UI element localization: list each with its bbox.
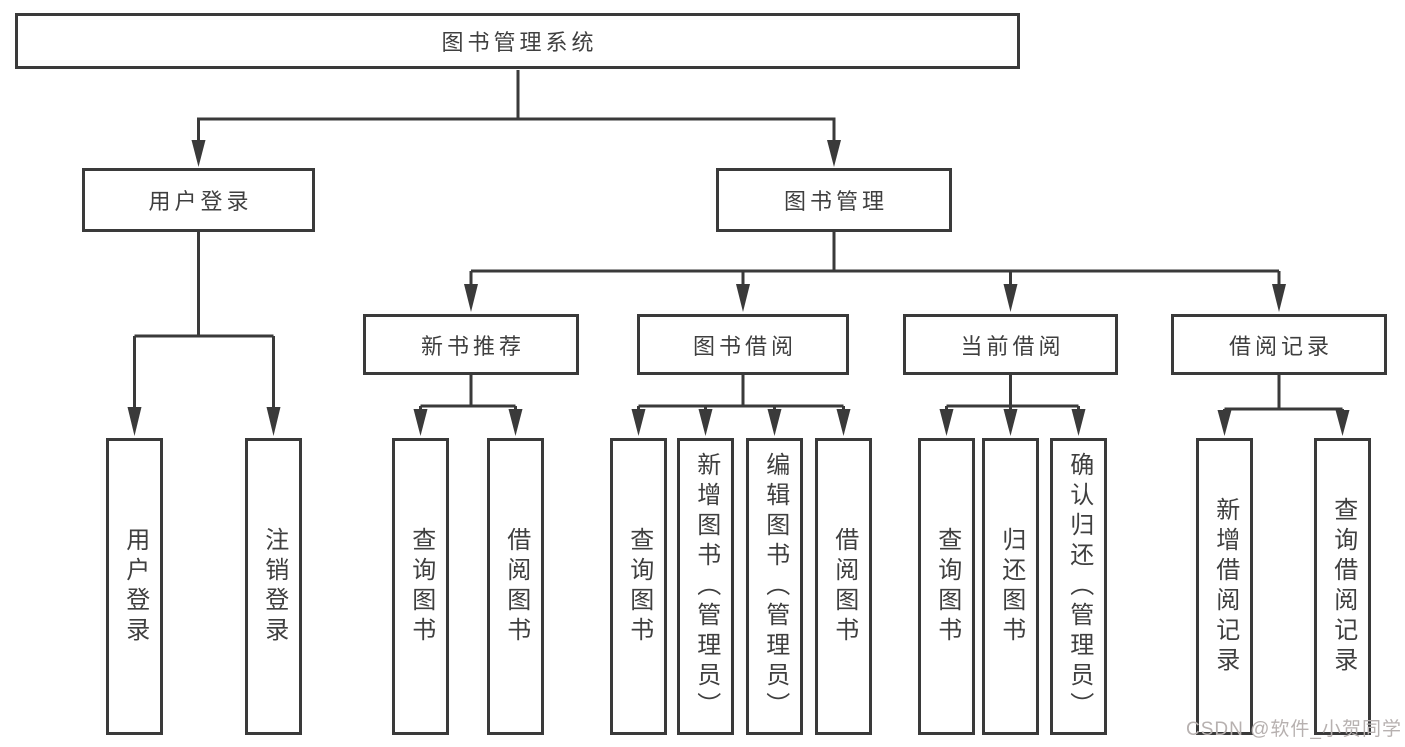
node-leaf-query-borrow-record: 查询借阅记录 bbox=[1314, 438, 1371, 735]
node-leaf-borrow-books-2: 借阅图书 bbox=[815, 438, 872, 735]
arrowhead bbox=[631, 409, 646, 436]
arrowhead bbox=[508, 409, 523, 436]
arrowhead bbox=[939, 409, 954, 436]
node-label: 查询借阅记录 bbox=[1329, 496, 1357, 677]
node-leaf-query-books-2: 查询图书 bbox=[610, 438, 667, 735]
node-current-borrowing: 当前借阅 bbox=[903, 314, 1118, 375]
arrowhead bbox=[464, 284, 478, 312]
connector-user-login-to-children bbox=[127, 232, 281, 436]
arrowhead bbox=[827, 140, 841, 167]
node-user-login: 用户登录 bbox=[82, 168, 315, 232]
arrowhead bbox=[767, 409, 782, 436]
node-leaf-return-books: 归还图书 bbox=[982, 438, 1039, 735]
node-label: 确认归还（管理员） bbox=[1065, 451, 1093, 722]
node-leaf-query-books-1: 查询图书 bbox=[392, 438, 449, 735]
node-label: 图书借阅 bbox=[692, 333, 797, 359]
node-label: 新增图书（管理员） bbox=[692, 451, 720, 722]
node-leaf-query-books-3: 查询图书 bbox=[918, 438, 975, 735]
arrowhead bbox=[266, 407, 281, 436]
node-label: 图书管理 bbox=[783, 189, 888, 214]
node-borrowing-records: 借阅记录 bbox=[1171, 314, 1387, 375]
node-label: 用户登录 bbox=[121, 526, 149, 647]
connector-book-borrow-to-children bbox=[631, 375, 851, 436]
arrowhead bbox=[127, 407, 142, 436]
arrowhead bbox=[1217, 410, 1232, 436]
node-leaf-borrow-books-1: 借阅图书 bbox=[487, 438, 544, 735]
node-leaf-add-borrow-record: 新增借阅记录 bbox=[1196, 438, 1253, 735]
arrowhead bbox=[698, 409, 713, 436]
arrowhead bbox=[413, 409, 428, 436]
node-book-management: 图书管理 bbox=[716, 168, 952, 232]
node-new-book-recommend: 新书推荐 bbox=[363, 314, 579, 375]
arrowhead bbox=[1335, 410, 1350, 436]
node-label: 查询图书 bbox=[407, 526, 435, 647]
arrowhead bbox=[1272, 284, 1286, 312]
node-leaf-edit-books-admin: 编辑图书（管理员） bbox=[746, 438, 803, 735]
node-label: 新增借阅记录 bbox=[1211, 496, 1239, 677]
node-label: 用户登录 bbox=[148, 189, 253, 214]
arrowhead bbox=[191, 140, 206, 167]
arrowhead bbox=[1003, 409, 1018, 436]
node-label: 查询图书 bbox=[625, 526, 653, 647]
connector-root-to-level2 bbox=[191, 70, 841, 167]
node-label: 借阅图书 bbox=[502, 526, 530, 647]
node-label: 借阅记录 bbox=[1228, 333, 1333, 359]
node-label: 图书管理系统 bbox=[441, 30, 598, 55]
arrowhead bbox=[736, 284, 750, 312]
node-leaf-logout: 注销登录 bbox=[245, 438, 302, 735]
node-label: 注销登录 bbox=[260, 526, 288, 647]
arrowhead bbox=[1003, 284, 1018, 312]
watermark: CSDN @软件_小贺同学 bbox=[1186, 719, 1402, 740]
node-leaf-user-login: 用户登录 bbox=[106, 438, 163, 735]
node-label: 新书推荐 bbox=[420, 333, 525, 359]
arrowhead bbox=[1071, 409, 1086, 436]
arrowhead bbox=[836, 409, 851, 436]
node-library-management-system: 图书管理系统 bbox=[15, 13, 1020, 69]
node-label: 归还图书 bbox=[997, 526, 1025, 647]
connector-borrow-records-to-children bbox=[1217, 375, 1350, 436]
node-label: 编辑图书（管理员） bbox=[761, 451, 789, 722]
node-leaf-confirm-return-admin: 确认归还（管理员） bbox=[1050, 438, 1107, 735]
node-label: 当前借阅 bbox=[960, 333, 1065, 359]
node-label: 查询图书 bbox=[933, 526, 961, 647]
node-label: 借阅图书 bbox=[830, 526, 858, 647]
connector-book-mgmt-to-level3 bbox=[464, 232, 1286, 312]
node-leaf-add-books-admin: 新增图书（管理员） bbox=[677, 438, 734, 735]
node-book-borrowing: 图书借阅 bbox=[637, 314, 849, 375]
connector-current-borrow-to-children bbox=[939, 375, 1086, 436]
connector-new-book-to-children bbox=[413, 375, 523, 436]
